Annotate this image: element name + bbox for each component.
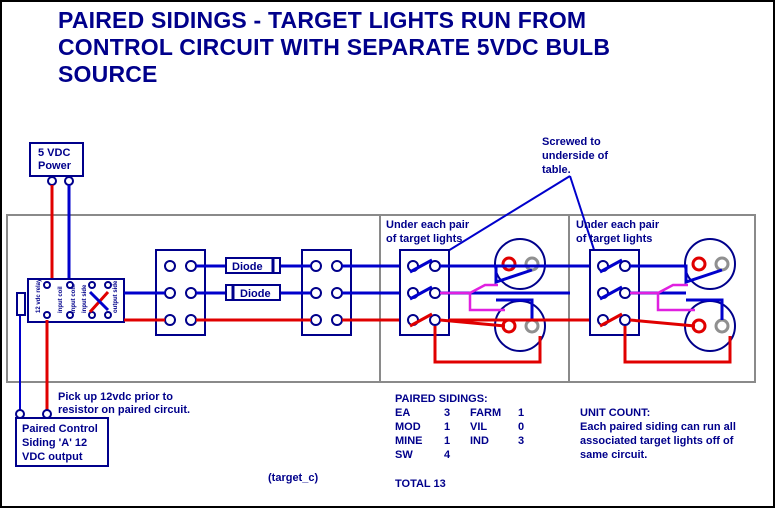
pair1-wire-bottom	[496, 298, 534, 320]
screwed-note-line-3: table.	[542, 164, 571, 176]
power-box	[29, 142, 84, 177]
pair2-red-feed	[629, 318, 696, 328]
relay-terminal-7	[88, 311, 96, 319]
siding-count: 3	[518, 435, 524, 447]
pair2-top-green-bulb	[714, 256, 730, 272]
relay-label-coil: 12 vdc relay	[36, 278, 42, 313]
diode-bottom-label: Diode	[240, 288, 271, 300]
siding-name: SW	[395, 449, 413, 461]
pair2-jumper-2	[599, 285, 623, 301]
control-box	[15, 417, 109, 467]
control-terminal-2	[42, 409, 52, 419]
pair-label-2-line-1: Under each pair	[576, 219, 660, 231]
power-terminal-negative	[64, 176, 74, 186]
diode-top-label: Diode	[232, 261, 263, 273]
siding-name: FARM	[470, 407, 501, 419]
pair2-mag-2	[657, 283, 688, 295]
unit-count-line-3: same circuit.	[580, 449, 647, 461]
control-box-line-3: VDC output	[22, 451, 83, 463]
pair1-target-light-top	[494, 238, 546, 290]
pair-label-1-line-1: Under each pair	[386, 219, 470, 231]
control-terminal-1	[15, 409, 25, 419]
title-line-2: CONTROL CIRCUIT WITH SEPARATE 5VDC BULB	[58, 34, 610, 60]
siding-name: EA	[395, 407, 410, 419]
pair-label-2-line-2: of target lights	[576, 233, 652, 245]
terminal-block-2-screws	[310, 260, 343, 326]
wire-power-blue	[40, 185, 71, 284]
pair2-jumper-3	[599, 312, 623, 328]
relay-terminal-4	[66, 311, 74, 319]
siding-count: 1	[444, 421, 450, 433]
pair2-wire-top	[630, 264, 723, 285]
siding-name: IND	[470, 435, 489, 447]
pickup-note-line-2: resistor on paired circuit.	[58, 404, 190, 416]
pair1-top-green-bulb	[524, 256, 540, 272]
pickup-note-line-1: Pick up 12vdc prior to	[58, 391, 173, 403]
relay-terminal-6	[104, 281, 112, 289]
siding-count: 1	[518, 407, 524, 419]
pair2-target-light-top	[684, 238, 736, 290]
relay-terminal-5	[88, 281, 96, 289]
power-terminal-positive	[47, 176, 57, 186]
pair1-jumper-2	[409, 285, 433, 301]
relay-contact-blue	[88, 290, 110, 312]
relay-terminal-2	[43, 311, 51, 319]
relay-terminal-3	[66, 281, 74, 289]
unit-count-line-1: Each paired siding can run all	[580, 421, 736, 433]
siding-count: 1	[444, 435, 450, 447]
diode-bottom	[225, 284, 281, 301]
unit-count-line-2: associated target lights off of	[580, 435, 734, 447]
siding-count: 0	[518, 421, 524, 433]
title-line-3: SOURCE	[58, 61, 158, 87]
wire-power-red	[30, 185, 54, 292]
siding-name: MOD	[395, 421, 421, 433]
relay-label-output-side: output side	[113, 280, 119, 313]
control-box-line-1: Paired Control	[22, 423, 98, 435]
paired-sidings-table: EA 3 FARM 1 MOD 1 VIL 0 MINE 1 IND 3 SW …	[395, 407, 524, 461]
siding-count: 3	[444, 407, 450, 419]
pointer-line-2	[569, 175, 599, 263]
relay-terminal-1	[43, 281, 51, 289]
diode-top	[225, 257, 281, 274]
relay-label-input-coil: input coil	[58, 286, 64, 313]
siding-name: VIL	[470, 421, 487, 433]
pair-label-1-line-2: of target lights	[386, 233, 462, 245]
control-box-line-2: Siding 'A' 12	[22, 437, 87, 449]
siding-count: 4	[444, 449, 451, 461]
paired-sidings-total: TOTAL 13	[395, 478, 446, 490]
pair2-jumper-1	[599, 258, 623, 274]
pair1-mag-2	[469, 283, 498, 295]
pair1-jumper-3	[409, 312, 433, 328]
pair1-red-return	[433, 326, 542, 364]
pair1-jumper-1	[409, 258, 433, 274]
pair2-top-red-bulb	[691, 256, 707, 272]
unit-count-header: UNIT COUNT:	[580, 407, 650, 419]
siding-name: MINE	[395, 435, 423, 447]
pair1-mag-1	[440, 291, 505, 312]
pair1-top-red-bulb	[501, 256, 517, 272]
pointer-line-1	[429, 175, 571, 263]
pair2-wire-bottom	[686, 298, 724, 320]
pair2-red-return	[623, 326, 732, 364]
screwed-note-line-2: underside of	[542, 150, 608, 162]
title-line-1: PAIRED SIDINGS - TARGET LIGHTS RUN FROM	[58, 7, 586, 33]
relay-coil-marker	[16, 292, 26, 316]
relay-terminal-8	[104, 311, 112, 319]
figure-id: (target_c)	[268, 472, 318, 484]
relay-label-input-side: input side	[82, 284, 88, 313]
power-box-line-2: Power	[38, 160, 72, 172]
pair2-mag-1	[630, 291, 695, 312]
pair1-bottom-green-bulb	[524, 318, 540, 334]
relay-label-input-com: input com	[71, 284, 77, 313]
screwed-note-line-1: Screwed to	[542, 136, 601, 148]
pair2-bottom-green-bulb	[714, 318, 730, 334]
paired-sidings-header: PAIRED SIDINGS:	[395, 393, 488, 405]
power-box-line-1: 5 VDC	[38, 147, 70, 159]
